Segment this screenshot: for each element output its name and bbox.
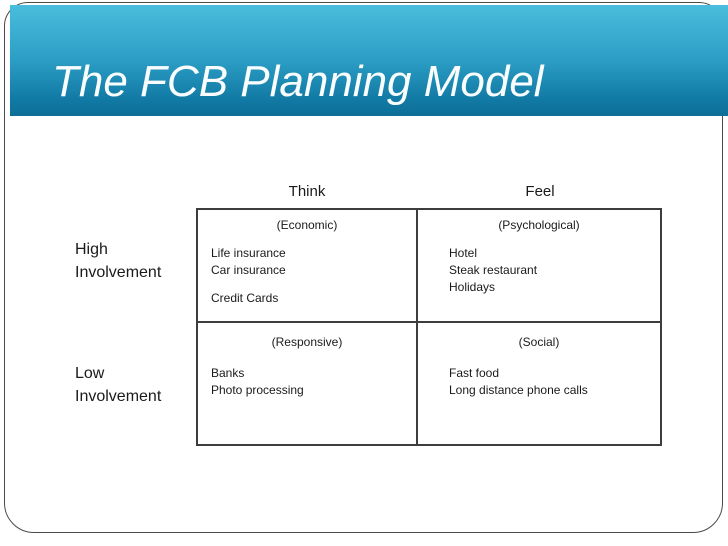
slide-title: The FCB Planning Model: [52, 57, 544, 106]
quadrant-social-label: (Social): [518, 335, 560, 349]
quadrant-item: Hotel: [449, 246, 478, 260]
title-banner: The FCB Planning Model: [10, 5, 728, 116]
row-header-low-involvement: Low Involvement: [75, 365, 162, 405]
quadrant-item: Holidays: [449, 280, 496, 294]
item-spacer: [211, 279, 416, 290]
column-header-feel: Feel: [525, 183, 555, 200]
quadrant-item: Banks: [211, 366, 245, 380]
quadrant-responsive-label: (Responsive): [271, 335, 343, 349]
column-header-think: Think: [288, 183, 326, 200]
row-header-high-involvement: High Involvement: [75, 241, 162, 281]
quadrant-item: Steak restaurant: [449, 263, 538, 277]
quadrant-item: Fast food: [449, 366, 500, 380]
quadrant-psychological-label: (Psychological): [498, 218, 580, 232]
quadrant-item: Life insurance: [211, 246, 286, 260]
quadrant-item: Long distance phone calls: [449, 383, 588, 397]
quadrant-economic-label: (Economic): [276, 218, 338, 232]
quadrant-item: Photo processing: [211, 383, 304, 397]
quadrant-item: Car insurance: [211, 263, 286, 277]
quadrant-item: Credit Cards: [211, 291, 279, 305]
